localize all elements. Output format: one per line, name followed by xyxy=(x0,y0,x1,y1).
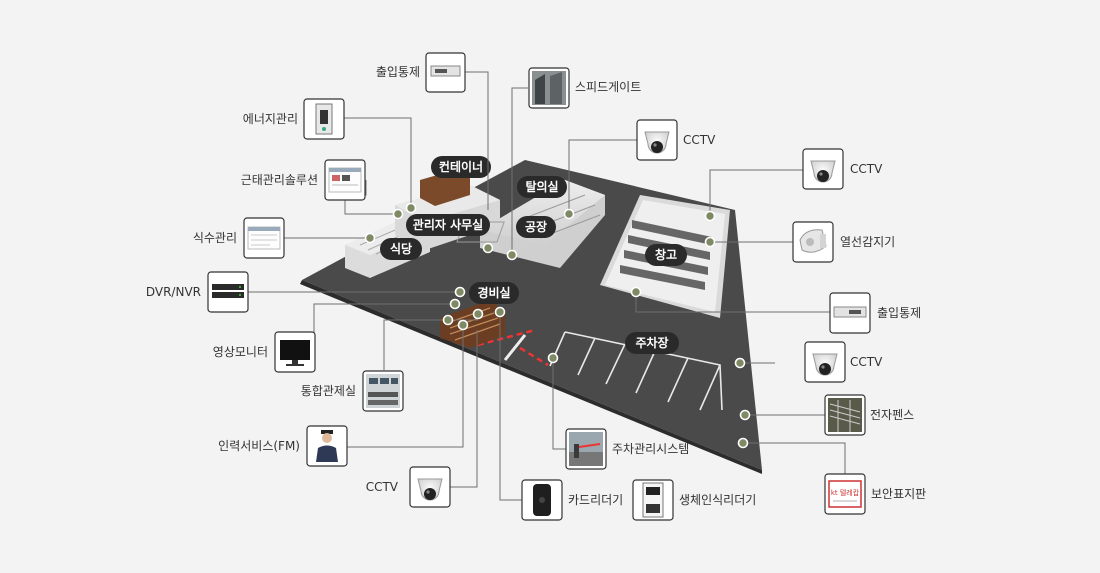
location-markers xyxy=(364,202,751,449)
label-cctv-mid: CCTV xyxy=(850,355,883,369)
label-parking-system: 주차관리시스템 xyxy=(612,442,689,456)
callout-biometric-reader[interactable]: 생체인식리더기 xyxy=(632,479,756,521)
label-access-control-right: 출입통제 xyxy=(877,306,921,320)
svg-text:탈의실: 탈의실 xyxy=(525,179,558,194)
label-cctv-bottom: CCTV xyxy=(366,480,399,494)
label-electric-fence: 전자펜스 xyxy=(870,408,914,422)
label-security-sign: 보안표지판 xyxy=(871,487,926,501)
label-meal-mgmt: 식수관리 xyxy=(193,231,237,245)
label-speed-gate: 스피드게이트 xyxy=(575,80,641,94)
security-sign-icon: kt 텔레캅 xyxy=(828,480,862,508)
svg-text:공장: 공장 xyxy=(525,220,547,234)
callout-card-reader[interactable]: 카드리더기 xyxy=(521,479,623,521)
callout-manpower[interactable]: 인력서비스(FM) xyxy=(218,425,348,467)
label-biometric-reader: 생체인식리더기 xyxy=(679,493,756,507)
callout-dvr[interactable]: DVR/NVR xyxy=(146,271,249,313)
callout-speed-gate[interactable]: 스피드게이트 xyxy=(528,67,641,109)
callout-control-room[interactable]: 통합관제실 xyxy=(301,370,404,412)
callout-access-control-right[interactable]: 출입통제 xyxy=(829,292,921,334)
parking-gate-icon xyxy=(569,432,603,466)
software-screen-icon xyxy=(247,226,281,250)
software-screen-icon xyxy=(328,167,362,193)
biometric-reader-icon xyxy=(642,482,664,518)
svg-text:창고: 창고 xyxy=(655,247,677,262)
callout-cctv-bottom[interactable]: CCTV xyxy=(366,466,451,508)
label-cctv-right: CCTV xyxy=(850,162,883,176)
callout-cctv-top[interactable]: CCTV xyxy=(636,119,716,161)
label-manpower: 인력서비스(FM) xyxy=(218,439,300,453)
label-card-reader: 카드리더기 xyxy=(568,493,623,507)
area-labels: 컨테이너 탈의실 관리자 사무실 식당 공장 창고 경비실 주차장 xyxy=(380,156,687,354)
area-container: 컨테이너 xyxy=(431,156,491,178)
dome-camera-icon xyxy=(810,160,836,183)
svg-text:kt 텔레캅: kt 텔레캅 xyxy=(831,488,860,497)
area-changing-room: 탈의실 xyxy=(517,176,567,198)
callout-attendance[interactable]: 근태관리솔루션 xyxy=(241,159,366,201)
area-warehouse: 창고 xyxy=(645,244,687,266)
thermal-sensor-icon xyxy=(799,229,827,253)
callout-access-control-top[interactable]: 출입통제 xyxy=(376,52,466,93)
access-terminal-icon xyxy=(430,65,461,77)
callout-cctv-mid[interactable]: CCTV xyxy=(804,341,883,383)
callout-thermal[interactable]: 열선감지기 xyxy=(792,221,895,263)
label-thermal: 열선감지기 xyxy=(840,235,895,249)
speed-gate-icon xyxy=(532,71,566,105)
control-room-icon xyxy=(366,374,400,408)
area-factory: 공장 xyxy=(516,216,556,238)
area-guard-room: 경비실 xyxy=(469,282,519,304)
callout-security-sign[interactable]: kt 텔레캅 보안표지판 xyxy=(824,473,926,515)
recorder-icon xyxy=(212,284,244,298)
callout-monitor[interactable]: 영상모니터 xyxy=(213,331,316,373)
site-model xyxy=(300,160,762,474)
callout-parking-system[interactable]: 주차관리시스템 xyxy=(565,428,689,470)
guard-person-icon xyxy=(316,430,338,462)
monitor-icon xyxy=(280,340,310,366)
label-attendance: 근태관리솔루션 xyxy=(241,173,318,187)
access-terminal-icon xyxy=(833,306,867,318)
dome-camera-icon xyxy=(417,478,443,501)
card-reader-icon xyxy=(533,484,551,516)
label-control-room: 통합관제실 xyxy=(301,384,356,398)
area-parking: 주차장 xyxy=(625,332,679,354)
svg-text:식당: 식당 xyxy=(390,241,412,256)
label-monitor: 영상모니터 xyxy=(213,345,268,359)
parking-lot xyxy=(549,331,723,411)
svg-text:경비실: 경비실 xyxy=(477,285,510,300)
floor-slab-edge xyxy=(300,280,762,474)
svg-text:관리자 사무실: 관리자 사무실 xyxy=(413,217,483,232)
svg-text:주차장: 주차장 xyxy=(635,335,668,350)
dome-camera-icon xyxy=(812,353,838,376)
label-cctv-top: CCTV xyxy=(683,133,716,147)
callout-meal-mgmt[interactable]: 식수관리 xyxy=(193,217,285,259)
label-energy-mgmt: 에너지관리 xyxy=(243,112,298,126)
wall-panel-icon xyxy=(315,103,333,135)
callout-energy-mgmt[interactable]: 에너지관리 xyxy=(243,98,345,140)
dome-camera-icon xyxy=(644,131,670,154)
callout-electric-fence[interactable]: 전자펜스 xyxy=(824,394,914,436)
fence-icon xyxy=(828,398,862,432)
area-office: 관리자 사무실 xyxy=(406,214,490,236)
callout-cctv-right[interactable]: CCTV xyxy=(802,148,883,190)
label-access-control-top: 출입통제 xyxy=(376,65,420,79)
barrier-gates xyxy=(477,328,549,367)
label-dvr: DVR/NVR xyxy=(146,285,201,299)
connector-lines xyxy=(248,71,846,501)
area-cafeteria: 식당 xyxy=(380,238,422,260)
svg-text:컨테이너: 컨테이너 xyxy=(439,159,483,174)
